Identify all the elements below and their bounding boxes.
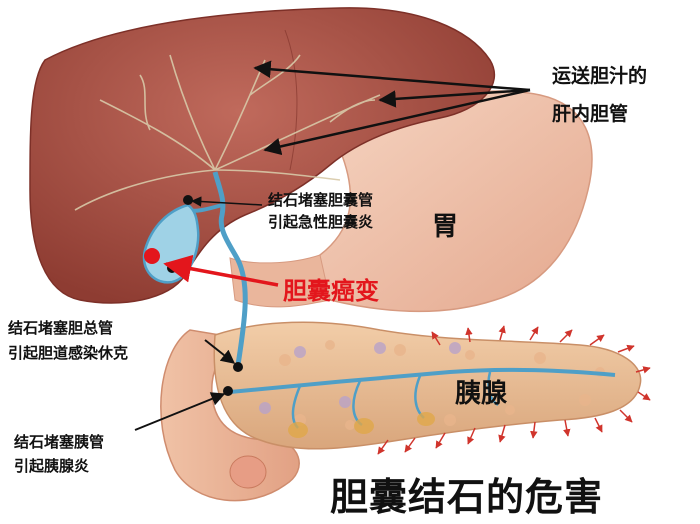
pancreas-shape <box>213 321 642 450</box>
cystic-label-2: 引起急性胆囊炎 <box>268 213 374 231</box>
common-duct-label-1: 结石堵塞胆总管 <box>8 319 114 337</box>
stone-pancreatic <box>223 386 233 396</box>
page-title: 胆囊结石的危害 <box>330 475 604 519</box>
bile-ducts-label-1: 运送胆汁的 <box>552 65 648 87</box>
arrow-pancreatic <box>134 392 226 431</box>
arrow-common <box>204 339 236 364</box>
stomach-label: 胃 <box>432 212 459 242</box>
arrow-cancer <box>163 254 279 287</box>
pancreas-label: 胰腺 <box>455 379 508 409</box>
pancreatic-duct-label-2: 引起胰腺炎 <box>14 457 90 475</box>
common-duct-label-2: 引起胆道感染休克 <box>8 344 129 362</box>
bile-ducts-label-2: 肝内胆管 <box>552 103 629 125</box>
pancreatic-duct-label-1: 结石堵塞胰管 <box>14 433 105 451</box>
arrow-bile-3 <box>263 88 531 156</box>
arrow-bile-2 <box>378 88 531 108</box>
arrow-bile-1 <box>253 60 531 92</box>
stone-common <box>233 362 243 372</box>
cystic-label-1: 结石堵塞胆囊管 <box>268 191 374 209</box>
cancer-spot <box>144 248 160 264</box>
cancer-label: 胆囊癌变 <box>283 277 379 305</box>
arrow-cystic <box>190 196 263 207</box>
stone-cystic <box>183 195 193 205</box>
liver-shape <box>29 7 496 304</box>
